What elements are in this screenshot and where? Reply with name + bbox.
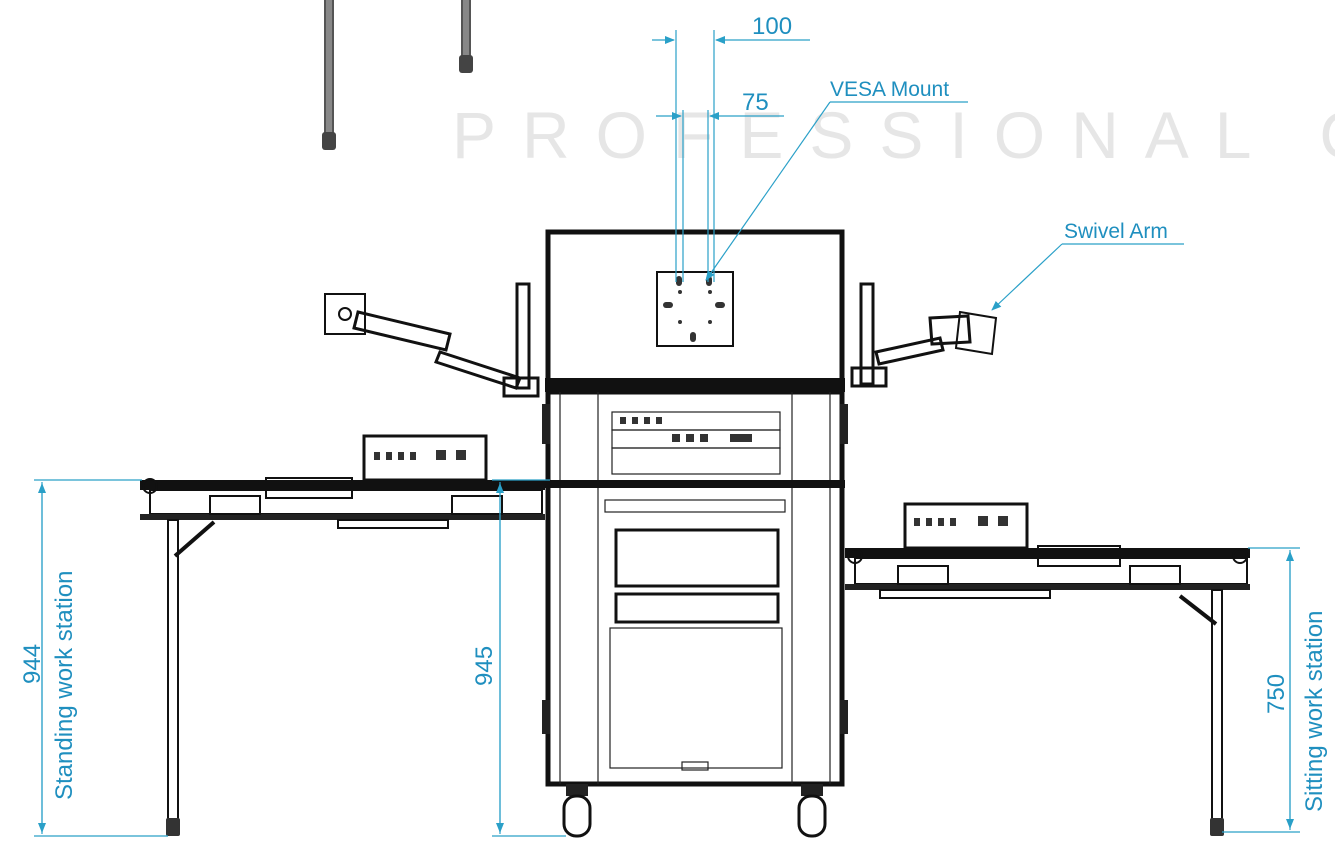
vesa-inner-dimension: 75: [742, 89, 769, 116]
vesa-dimensions: [652, 30, 810, 282]
sitting-height-dimension: [1222, 547, 1300, 833]
vesa-outer-dimension: 100: [752, 13, 792, 40]
swivel-arm-label: Swivel Arm: [1064, 220, 1168, 243]
right-swivel-arm: [850, 282, 998, 388]
standing-height-dimension: [34, 479, 168, 837]
sitting-height-value: 750: [1263, 674, 1290, 714]
watermark-text: PROFESSIONAL CASE: [452, 98, 1335, 172]
sitting-table: [845, 502, 1250, 836]
center-height-value: 945: [471, 646, 498, 686]
caster-wheels: [562, 784, 827, 838]
swivel-leader-pointer: [991, 243, 1063, 311]
vesa-leader-pointer: [705, 101, 831, 281]
central-cabinet: [542, 229, 848, 787]
standing-station-label: Standing work station: [51, 571, 78, 800]
center-height-dimension: [492, 479, 566, 837]
vesa-mount-label: VESA Mount: [830, 78, 949, 101]
standing-table: [140, 434, 545, 836]
sitting-station-label: Sitting work station: [1301, 611, 1328, 812]
left-swivel-arm: [324, 282, 540, 398]
spare-legs: [322, 0, 473, 150]
vesa-mount-plate: [656, 271, 734, 347]
standing-height-value: 944: [19, 644, 46, 684]
